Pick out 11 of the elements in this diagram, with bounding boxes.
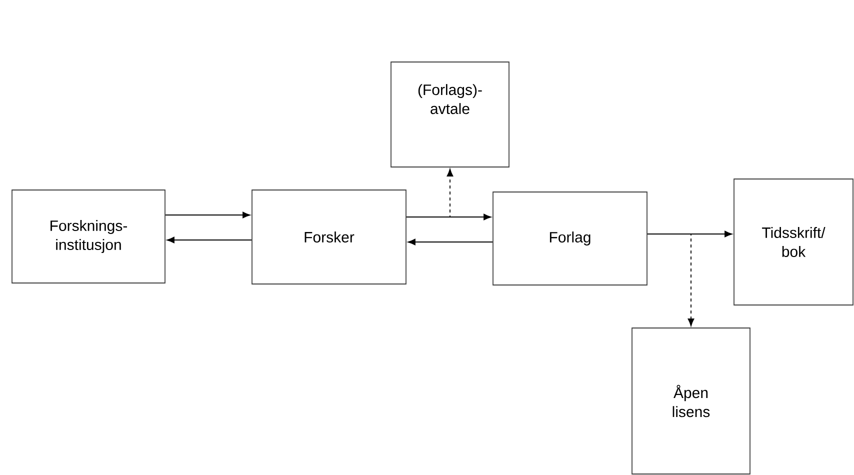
process-box: Forlag xyxy=(492,192,648,286)
arrow xyxy=(408,238,493,246)
arrow xyxy=(647,234,694,326)
process-box: Åpen lisens xyxy=(632,328,750,474)
arrow xyxy=(165,212,250,218)
process-box: Forsknings- institusjon xyxy=(12,190,166,284)
arrow xyxy=(406,168,454,218)
arrow xyxy=(166,236,252,244)
process-box: (Forlags)- avtale xyxy=(390,62,510,168)
process-box: Tidsskrift/ bok xyxy=(734,178,854,306)
process-box: Forsker xyxy=(252,190,406,284)
